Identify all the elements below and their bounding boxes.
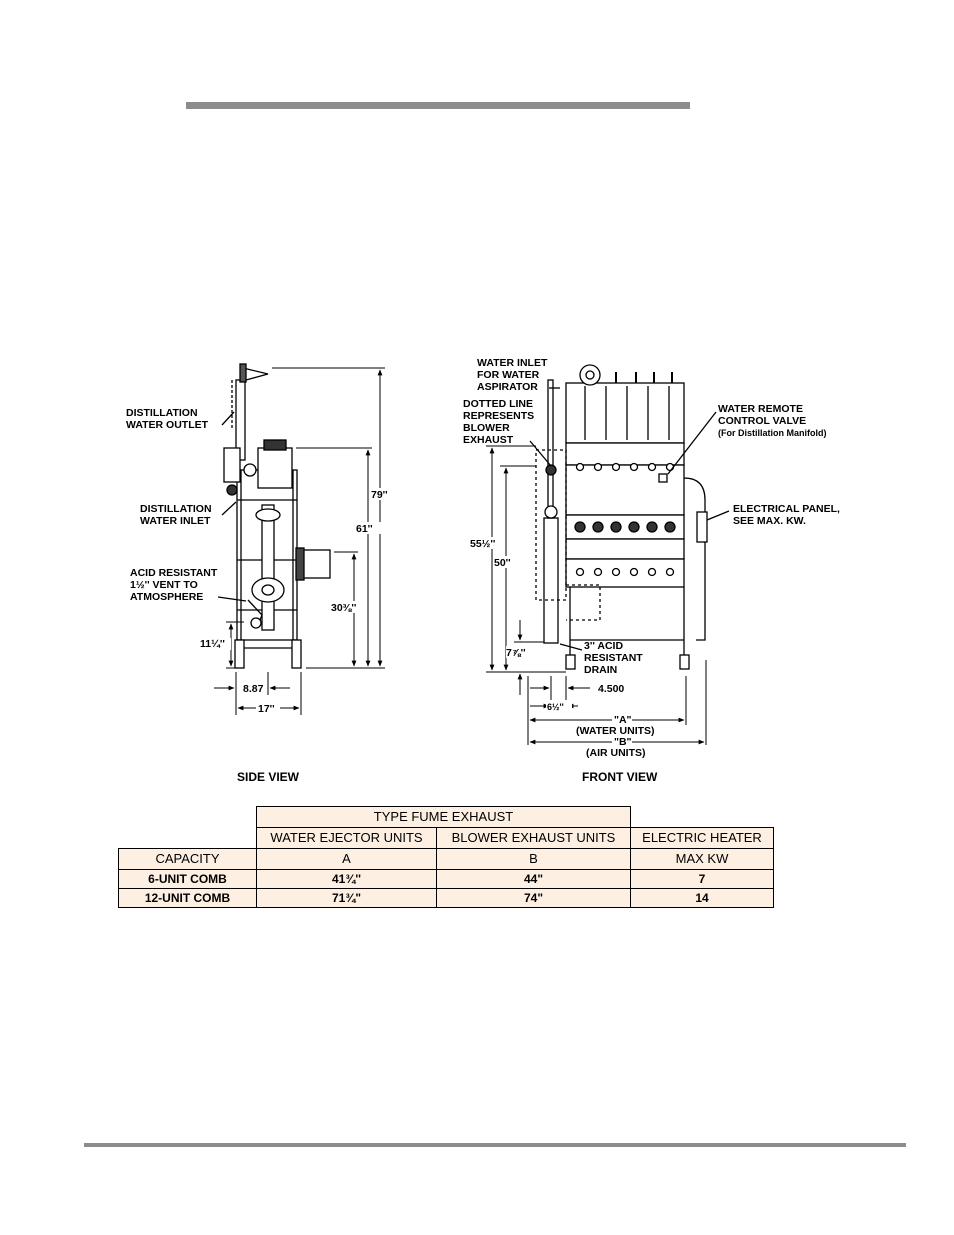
table-blank-cell [119,828,257,849]
dim-6: 6½'' [547,702,564,712]
cell-a: 71¾" [256,888,437,908]
dotted-line-label-4: EXHAUST [463,434,514,446]
dim-11: 11¼'' [200,638,225,650]
dotted-line-label-3: BLOWER [463,422,510,434]
dim-a-sub: (WATER UNITS) [576,725,655,737]
cell-b: 44" [436,869,631,889]
cell-capacity: 12-UNIT COMB [118,888,257,908]
cell-capacity: 6-UNIT COMB [118,869,257,889]
dim-30: 30⅜'' [331,602,356,614]
dim-b-sub: (AIR UNITS) [586,747,646,759]
front-view-caption: FRONT VIEW [582,770,658,784]
col-header-b: BLOWER EXHAUST UNITS [436,827,631,849]
dim-61: 61'' [356,523,373,535]
row-header-c: MAX KW [630,848,774,870]
cell-b: 74" [436,888,631,908]
inlet-label-1: DISTILLATION [140,503,212,515]
dim-79: 79'' [371,489,388,501]
dim-55: 55½'' [470,538,495,550]
dotted-line-label-2: REPRESENTS [463,410,534,422]
acid-drain-label-3: DRAIN [584,664,617,676]
inlet-label-2: WATER INLET [140,515,211,527]
row-header-b: B [436,848,631,870]
dim-7: 7⅞'' [506,647,526,659]
top-rule [186,102,690,109]
col-header-c: ELECTRIC HEATER [630,827,774,849]
water-inlet-label-1: WATER INLET [477,357,548,369]
dim-4500: 4.500 [598,683,624,695]
water-inlet-label-2: FOR WATER [477,369,540,381]
remote-valve-label-3: (For Distillation Manifold) [718,428,827,438]
dim-a-label: "A" [614,714,632,726]
acid-drain-label-1: 3'' ACID [584,640,623,652]
row-header-capacity: CAPACITY [118,848,257,870]
dim-17: 17'' [258,703,275,715]
dotted-line-label-1: DOTTED LINE [463,398,533,410]
cell-c: 7 [630,869,774,889]
bottom-rule [84,1143,906,1147]
outlet-label-1: DISTILLATION [126,407,198,419]
side-view-labels: DISTILLATION WATER OUTLET DISTILLATION W… [126,407,396,784]
vent-label-3: ATMOSPHERE [130,591,203,603]
cell-a: 41¾'' [256,869,437,889]
group-header: TYPE FUME EXHAUST [256,806,631,828]
technical-drawing: DISTILLATION WATER OUTLET DISTILLATION W… [126,357,840,784]
front-view-labels: WATER INLET FOR WATER ASPIRATOR DOTTED L… [463,357,840,784]
electrical-panel-label-1: ELECTRICAL PANEL, [733,503,840,515]
vent-label-2: 1½'' VENT TO [130,579,198,591]
remote-valve-label-2: CONTROL VALVE [718,415,806,427]
col-header-a: WATER EJECTOR UNITS [256,827,437,849]
row-header-a: A [256,848,437,870]
front-view-dimensions [486,445,707,745]
side-view-drawing [217,363,331,669]
cell-c: 14 [630,888,774,908]
remote-valve-label-1: WATER REMOTE [718,403,803,415]
table-blank-cell [119,807,257,828]
side-view-dimensions [214,367,385,715]
water-inlet-label-3: ASPIRATOR [477,381,538,393]
dim-887: 8.87 [243,683,264,695]
dim-50: 50'' [494,557,511,569]
table-row: 12-UNIT COMB 71¾" 74" 14 [118,888,774,908]
vent-label-1: ACID RESISTANT [130,567,218,579]
acid-drain-label-2: RESISTANT [584,652,643,664]
spec-table: TYPE FUME EXHAUST WATER EJECTOR UNITS BL… [118,806,774,908]
side-view-caption: SIDE VIEW [237,770,300,784]
front-view-drawing [529,364,730,670]
outlet-label-2: WATER OUTLET [126,419,209,431]
table-blank-cell [631,807,774,828]
table-row: 6-UNIT COMB 41¾'' 44" 7 [118,869,774,889]
dim-b-label: "B" [614,736,632,748]
electrical-panel-label-2: SEE MAX. KW. [733,515,806,527]
